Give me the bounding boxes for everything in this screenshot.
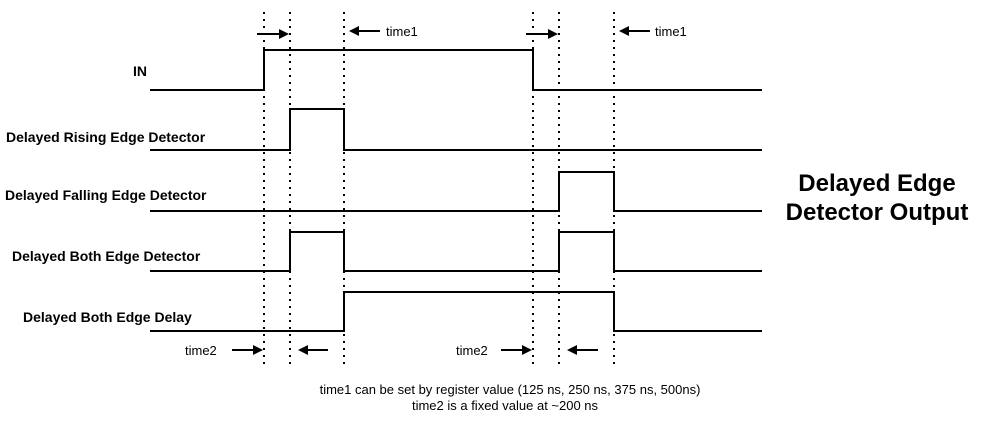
signal-label-falling: Delayed Falling Edge Detector bbox=[5, 187, 207, 203]
bottom-annotations: time2 time2 bbox=[185, 343, 598, 358]
time1-label: time1 bbox=[655, 24, 687, 39]
footnotes: time1 can be set by register value (125 … bbox=[320, 382, 701, 413]
time2-label: time2 bbox=[185, 343, 217, 358]
left-arrow-head-icon bbox=[567, 345, 577, 355]
waveforms bbox=[150, 49, 762, 332]
diagram-title: Delayed Edge Detector Output bbox=[786, 170, 969, 226]
note-line-2: time2 is a fixed value at ~200 ns bbox=[412, 398, 599, 413]
top-annotations: time1 time1 bbox=[257, 24, 687, 39]
time2-label: time2 bbox=[456, 343, 488, 358]
waveform-falling-edge bbox=[150, 171, 762, 212]
signal-label-rising: Delayed Rising Edge Detector bbox=[6, 129, 206, 145]
signal-label-both-delay: Delayed Both Edge Delay bbox=[23, 309, 192, 325]
signal-labels: IN Delayed Rising Edge Detector Delayed … bbox=[5, 63, 207, 325]
waveform-both-edge-detector bbox=[150, 231, 762, 272]
left-arrow-head-icon bbox=[619, 26, 629, 36]
right-arrow-head-icon bbox=[522, 345, 532, 355]
note-line-1: time1 can be set by register value (125 … bbox=[320, 382, 701, 397]
signal-label-in: IN bbox=[133, 63, 147, 79]
time1-label: time1 bbox=[386, 24, 418, 39]
title-line-2: Detector Output bbox=[786, 199, 969, 226]
title-line-1: Delayed Edge bbox=[798, 170, 955, 197]
signal-label-both-detector: Delayed Both Edge Detector bbox=[12, 248, 201, 264]
left-arrow-head-icon bbox=[298, 345, 308, 355]
right-arrow-head-icon bbox=[279, 29, 289, 39]
right-arrow-head-icon bbox=[548, 29, 558, 39]
waveform-rising-edge bbox=[150, 108, 762, 151]
waveform-in bbox=[150, 49, 762, 91]
right-arrow-head-icon bbox=[253, 345, 263, 355]
left-arrow-head-icon bbox=[349, 26, 359, 36]
guide-lines bbox=[263, 12, 615, 368]
waveform-both-edge-delay bbox=[150, 291, 762, 332]
